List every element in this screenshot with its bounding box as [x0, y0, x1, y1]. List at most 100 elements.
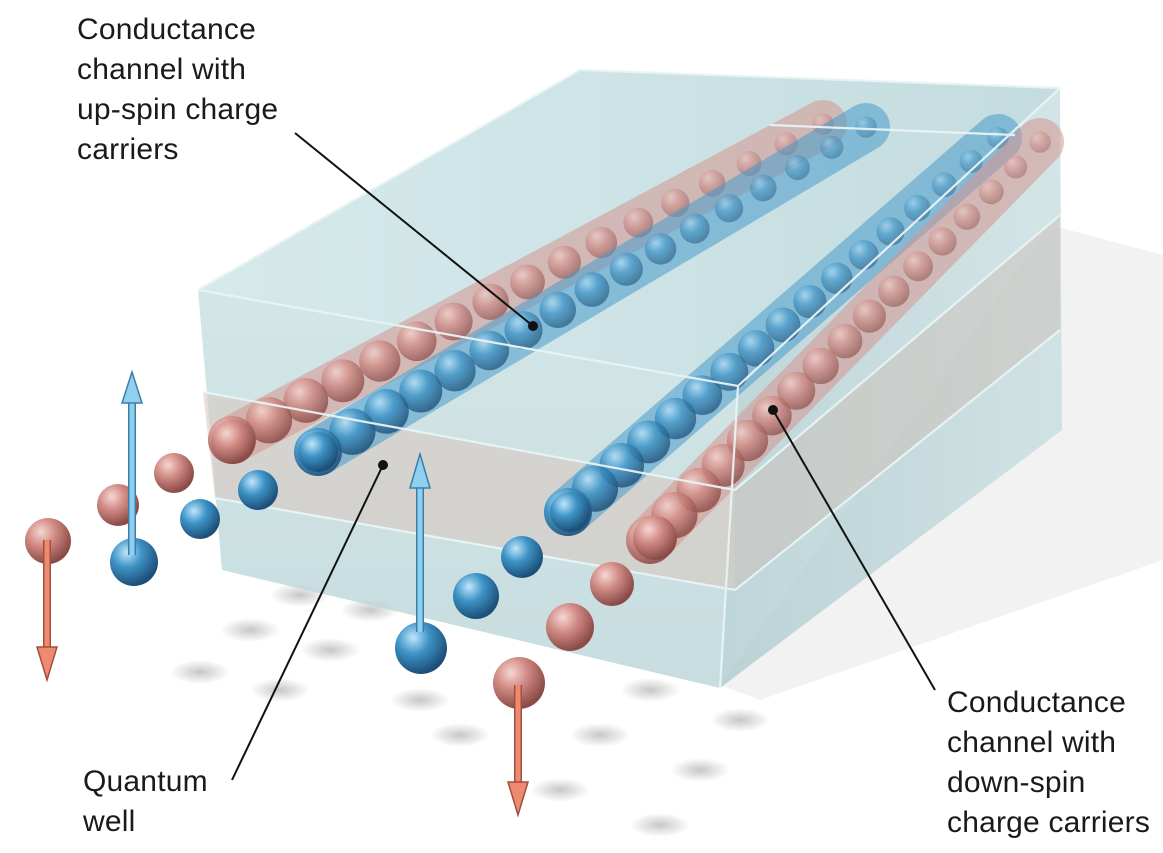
channel-bead: [765, 307, 801, 343]
channel-bead: [878, 275, 910, 307]
down-spin-channel-right: [626, 118, 1064, 564]
label-line: channel with: [947, 726, 1117, 759]
channel-bead: [283, 378, 329, 423]
channel-bead: [737, 330, 775, 367]
channel-bead: [644, 233, 677, 265]
label-line: carriers: [77, 133, 179, 166]
down-spin-arrow: [35, 540, 59, 683]
down-spin-carrier: [633, 516, 677, 560]
up-spin-carrier: [550, 492, 590, 532]
particle-shadow: [430, 723, 490, 747]
particle-shadow: [620, 678, 680, 702]
label-line: Conductance: [77, 13, 256, 46]
channel-bead: [574, 272, 610, 307]
channel-bead: [749, 174, 777, 202]
particle-shadow: [390, 688, 450, 712]
up-spin-carrier: [238, 470, 278, 510]
leader-dot-quantum-well: [378, 460, 388, 470]
up-spin-channel-right: [544, 114, 1022, 536]
leader-up-spin: [294, 132, 534, 327]
channel-bead: [1029, 131, 1051, 153]
up-spin-carrier: [180, 499, 220, 539]
leader-dot-up-spin: [528, 321, 538, 331]
channel-bead: [714, 194, 744, 223]
channel-bead: [793, 285, 827, 319]
channel-bead: [821, 262, 853, 294]
channel-bead: [504, 311, 543, 350]
channel-bead: [931, 172, 957, 198]
label-line: up-spin charge: [77, 93, 279, 126]
particle-shadow: [570, 723, 630, 747]
channel-bead: [855, 116, 877, 138]
up-spin-carrier: [501, 536, 543, 578]
down-spin-carrier: [493, 657, 545, 709]
particle-shadow: [250, 678, 310, 702]
channel-bead: [679, 213, 710, 244]
leader-quantum-well: [231, 464, 384, 781]
channel-bead: [903, 251, 934, 282]
up-spin-arrow: [120, 369, 144, 555]
channel-bead: [802, 347, 839, 385]
label-quantum-well: Quantum well: [83, 762, 208, 842]
slab-edges: [197, 68, 1061, 689]
channel-bead: [434, 302, 473, 341]
particle-shadow: [530, 778, 590, 802]
channel-bead: [710, 352, 749, 391]
particle-shadow: [220, 618, 280, 642]
particle-shadow: [300, 638, 360, 662]
channel-bead: [364, 389, 409, 434]
channel-bead: [547, 245, 582, 279]
leader-lines: [231, 132, 936, 781]
slab-side-well-edge-bottom: [734, 329, 1061, 591]
up-spin-carrier: [395, 622, 447, 674]
slab-well-edge-bottom: [214, 496, 736, 592]
channel-bead: [820, 135, 844, 159]
channel-bead: [329, 408, 376, 455]
slab-side-well-edge-top: [734, 214, 1061, 491]
channel-bead: [1004, 155, 1028, 179]
down-spin-arrow: [506, 685, 530, 818]
channel-bead: [399, 369, 443, 413]
slab-inner-rim: [769, 123, 1016, 137]
channel-bead: [585, 226, 618, 259]
channel-bead: [609, 252, 643, 286]
spin-arrows: [35, 369, 530, 818]
channel-bead: [321, 359, 365, 403]
slab-vertical-edge: [718, 385, 740, 689]
channel-bead: [539, 291, 576, 329]
down-spin-carrier: [546, 603, 594, 651]
up-spin-carrier: [110, 538, 158, 586]
particle-shadow: [670, 758, 730, 782]
channel-bead: [777, 371, 816, 410]
channel-bead: [359, 340, 401, 382]
particle-shadow: [630, 813, 690, 837]
up-spin-carrier: [453, 573, 499, 619]
channel-bead: [987, 127, 1009, 149]
channel-bead: [827, 323, 863, 359]
label-line: Quantum: [83, 765, 208, 798]
label-line: down-spin: [947, 766, 1086, 799]
channel-bead: [953, 203, 981, 230]
channel-bead: [434, 350, 476, 392]
particle-shadow: [170, 660, 230, 684]
down-spin-carrier: [211, 420, 255, 464]
channel-bead: [876, 217, 905, 246]
leader-dot-down-spin: [768, 405, 778, 415]
channel-bead: [472, 283, 509, 320]
channel-bead: [469, 330, 510, 371]
channel-bead: [852, 299, 886, 333]
channel-bead: [785, 155, 810, 181]
label-line: Conductance: [947, 686, 1126, 719]
particle-shadows: [170, 583, 770, 837]
channel-bead: [978, 179, 1004, 205]
label-line: channel with: [77, 53, 247, 86]
leader-dots: [378, 321, 778, 470]
down-spin-carrier: [154, 453, 194, 493]
channel-bead: [682, 375, 723, 415]
quantum-well-layer-side: [735, 215, 1060, 590]
channel-bead: [928, 227, 957, 256]
up-spin-arrow: [408, 451, 432, 632]
label-up-spin-channel: Conductance channel with up-spin charge …: [77, 10, 278, 170]
channel-bead: [245, 397, 293, 444]
